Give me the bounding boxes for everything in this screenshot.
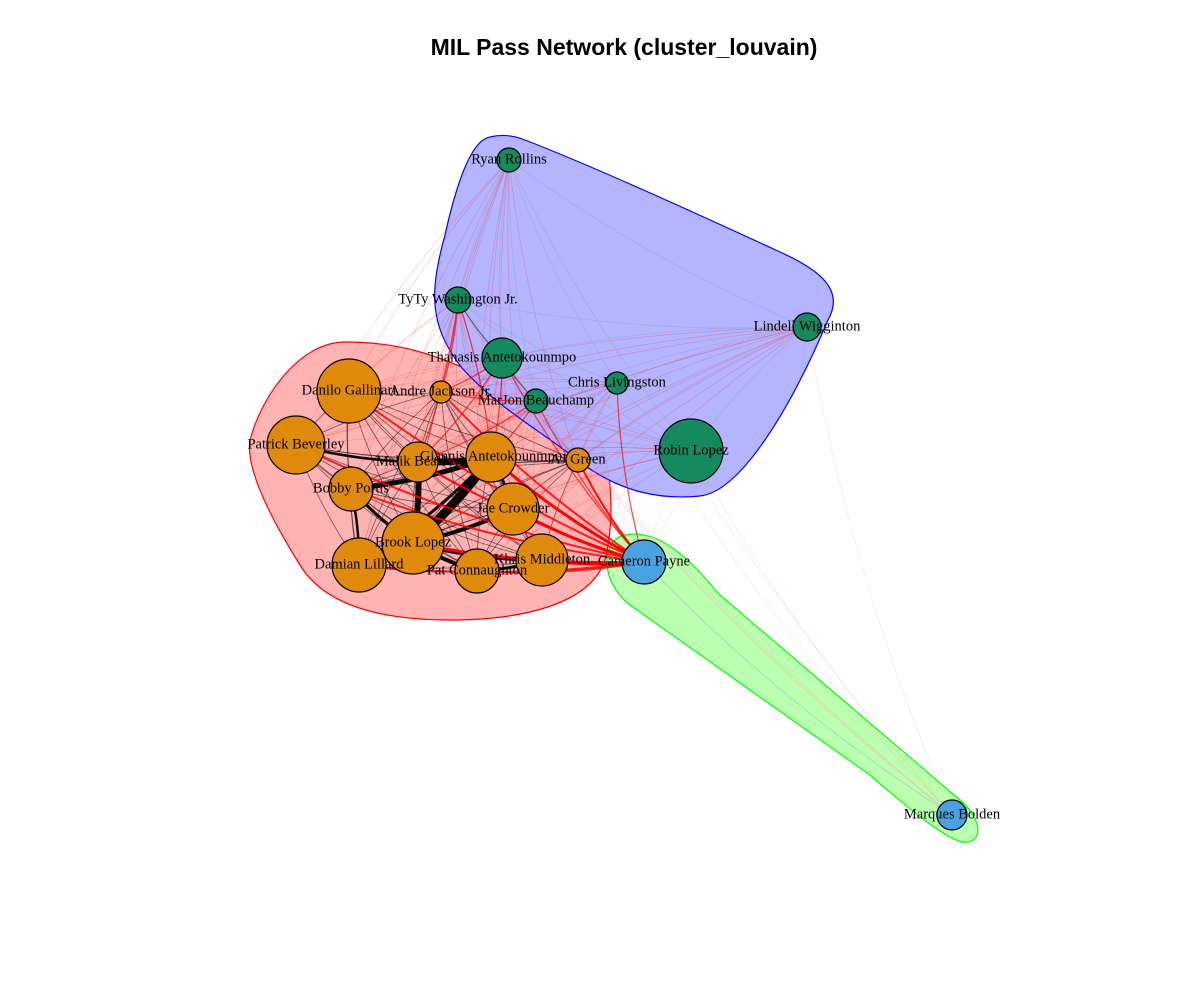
label-tyty: TyTy Washington Jr. [398, 291, 517, 307]
node-khris [515, 533, 569, 587]
label-lindell: Lindell Wigginton [754, 318, 861, 334]
node-pat [454, 548, 500, 594]
node-cameron [621, 539, 667, 585]
chart-title: MIL Pass Network (cluster_louvain) [430, 34, 818, 60]
pass-edge-inter [440, 391, 692, 452]
pass-edge-inter [358, 159, 510, 566]
pass-edge-inter [350, 299, 459, 490]
pass-edge-inter [690, 450, 953, 816]
label-marjon: MarJon Beauchamp [478, 392, 594, 408]
label-damian: Damian Lillard [315, 556, 405, 572]
pass-edge-inter [512, 326, 808, 510]
pass-edge-intra [457, 299, 808, 329]
label-jae: Jae Crowder [477, 500, 550, 516]
node-chris [605, 371, 629, 395]
pass-edge-inter [508, 159, 645, 563]
pass-edge-inter [417, 382, 618, 463]
label-thanasis: Thanasis Antetokounmpo [428, 349, 577, 365]
node-ajgreen [565, 447, 591, 473]
label-robin: Robin Lopez [653, 442, 729, 458]
node-robin [658, 418, 724, 484]
pass-edge-inter [295, 444, 645, 563]
pass-edge-inter [412, 326, 808, 544]
node-marjon [523, 388, 549, 414]
node-danilo [316, 358, 382, 424]
pass-edge-inter [806, 326, 953, 816]
pass-edge-inter [348, 159, 510, 392]
node-lindell [792, 312, 822, 342]
pass-edge-intra [643, 561, 953, 816]
pass-edge-intra [457, 159, 510, 301]
label-patrick: Patrick Beverley [247, 436, 345, 452]
pass-edge-intra [348, 390, 543, 561]
node-tyty [444, 286, 472, 314]
pass-edge-intra [440, 391, 579, 461]
node-andre [429, 380, 453, 404]
pass-edge-inter [577, 326, 808, 461]
pass-edge-inter [440, 159, 510, 393]
pass-edge-inter [358, 400, 537, 566]
node-damian [331, 537, 387, 593]
label-danilo: Danilo Gallinari [302, 382, 397, 398]
pass-edge-inter [508, 159, 953, 816]
label-cameron: Cameron Payne [598, 553, 690, 569]
pass-edge-intra [508, 159, 692, 452]
pass-edge-intra [535, 326, 808, 402]
player-nodes [266, 147, 968, 831]
pass-edge-inter [508, 159, 579, 461]
pass-edge-inter [440, 391, 645, 563]
pass-edge-inter [295, 326, 808, 446]
node-giannis [465, 431, 517, 483]
pass-edge-inter [475, 159, 510, 572]
node-bobby [328, 466, 374, 512]
pass-edge-intra [508, 159, 537, 402]
pass-edge-inter [440, 380, 618, 393]
pass-edge-inter [488, 159, 510, 458]
node-ryan_rollins [496, 147, 522, 173]
label-khris: Khris Middleton [494, 551, 591, 567]
label-bobby: Bobby Portis [313, 480, 389, 496]
pass-edge-inter [348, 378, 618, 392]
pass-edge-inter [457, 299, 953, 816]
pass-edge-inter [501, 357, 953, 816]
node-thanasis [481, 337, 523, 379]
node-marques [936, 799, 968, 831]
pass-edge-intra [616, 326, 808, 384]
label-marques: Marques Bolden [904, 806, 1001, 822]
label-ryan_rollins: Ryan Rollins [471, 151, 547, 167]
pass-edge-inter [348, 390, 645, 563]
label-pat: Pat Connaughton [427, 562, 528, 578]
node-malik [397, 441, 439, 483]
pass-edge-intra [457, 299, 618, 384]
pass-edge-inter [350, 400, 537, 490]
pass-edge-intra [508, 159, 618, 384]
pass-edge-intra [508, 159, 808, 328]
pass-edge-intra [501, 326, 808, 359]
pass-edge-inter [350, 382, 618, 490]
node-jae [486, 482, 540, 536]
pass-edge-inter [350, 159, 510, 490]
pass-edge-intra [457, 299, 692, 452]
cluster-hull-blue [606, 533, 979, 843]
node-patrick [266, 415, 326, 475]
node-brook [381, 511, 445, 575]
pass-edge-inter [417, 447, 692, 463]
label-brook: Brook Lopez [375, 534, 452, 550]
pass-edge-inter [350, 488, 645, 563]
label-giannis: Giannis Antetokounmpo [420, 448, 562, 464]
pass-edge-inter [616, 382, 953, 816]
label-ajgreen: AJ Green [550, 451, 606, 467]
label-chris: Chris Livingston [568, 374, 667, 390]
pass-edge-inter [456, 299, 478, 572]
pass-edge-inter [476, 382, 618, 572]
label-malik: Malik Beasley [376, 453, 461, 469]
pass-edge-inter [457, 299, 579, 461]
pass-edge-inter [295, 382, 618, 446]
pass-edge-inter [348, 326, 808, 392]
pass-edge-inter [490, 326, 808, 458]
label-andre: Andre Jackson Jr. [390, 383, 493, 399]
